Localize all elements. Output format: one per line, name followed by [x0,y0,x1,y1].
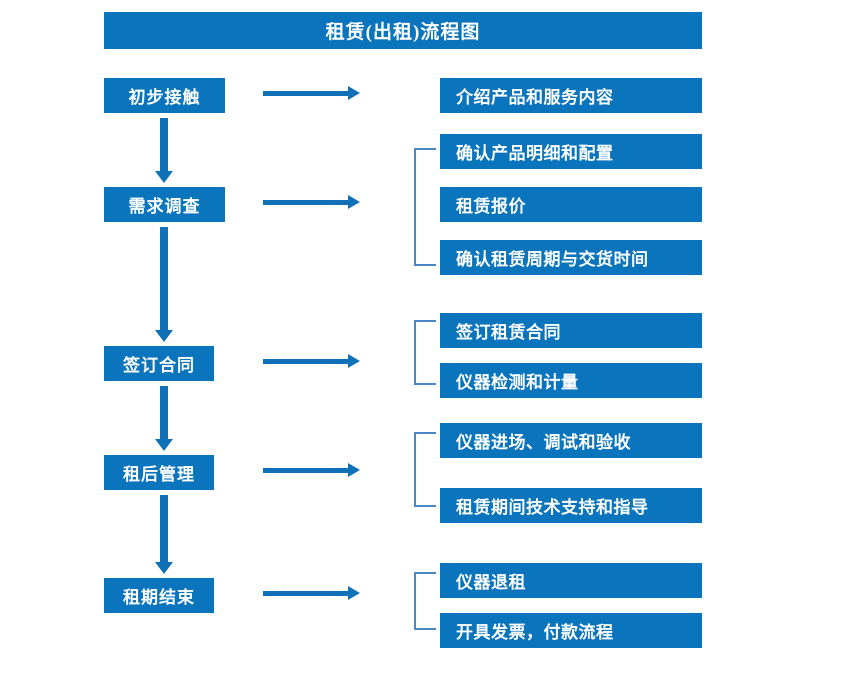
arrow-stage3-to-stage4 [155,386,173,451]
arrow-stage2-to-stage3 [155,227,173,342]
arrow-stage4-to-stage5 [155,495,173,574]
stage-box-租期结束[interactable]: 租期结束 [104,578,214,613]
detail-box-仪器退租[interactable]: 仪器退租 [440,563,702,598]
flowchart-title: 租赁(出租)流程图 [104,12,702,49]
detail-box-租赁期间技术支持和指导[interactable]: 租赁期间技术支持和指导 [440,488,702,523]
arrow-stage2-to-details [263,195,360,209]
stage-box-需求调查[interactable]: 需求调查 [104,187,225,222]
detail-box-签订租赁合同[interactable]: 签订租赁合同 [440,313,702,348]
bracket-group-aftercare [414,432,436,507]
detail-box-仪器检测和计量[interactable]: 仪器检测和计量 [440,363,702,398]
arrow-stage4-to-details [263,463,360,477]
stage-box-初步接触[interactable]: 初步接触 [104,78,225,113]
arrow-stage1-to-details [263,86,360,100]
arrow-stage3-to-details [263,354,360,368]
arrow-stage5-to-details [263,586,360,600]
bracket-group-requirements [414,148,436,266]
detail-box-确认产品明细和配置[interactable]: 确认产品明细和配置 [440,134,702,169]
bracket-group-termination [414,572,436,630]
arrow-stage1-to-stage2 [155,118,173,183]
detail-box-仪器进场调试和验收[interactable]: 仪器进场、调试和验收 [440,423,702,458]
detail-box-介绍产品和服务内容[interactable]: 介绍产品和服务内容 [440,78,702,113]
bracket-group-contract [414,320,436,385]
detail-box-开具发票付款流程[interactable]: 开具发票，付款流程 [440,613,702,648]
stage-box-签订合同[interactable]: 签订合同 [104,346,214,381]
detail-box-租赁报价[interactable]: 租赁报价 [440,187,702,222]
stage-box-租后管理[interactable]: 租后管理 [104,455,214,490]
detail-box-确认租赁周期与交货时间[interactable]: 确认租赁周期与交货时间 [440,240,702,275]
